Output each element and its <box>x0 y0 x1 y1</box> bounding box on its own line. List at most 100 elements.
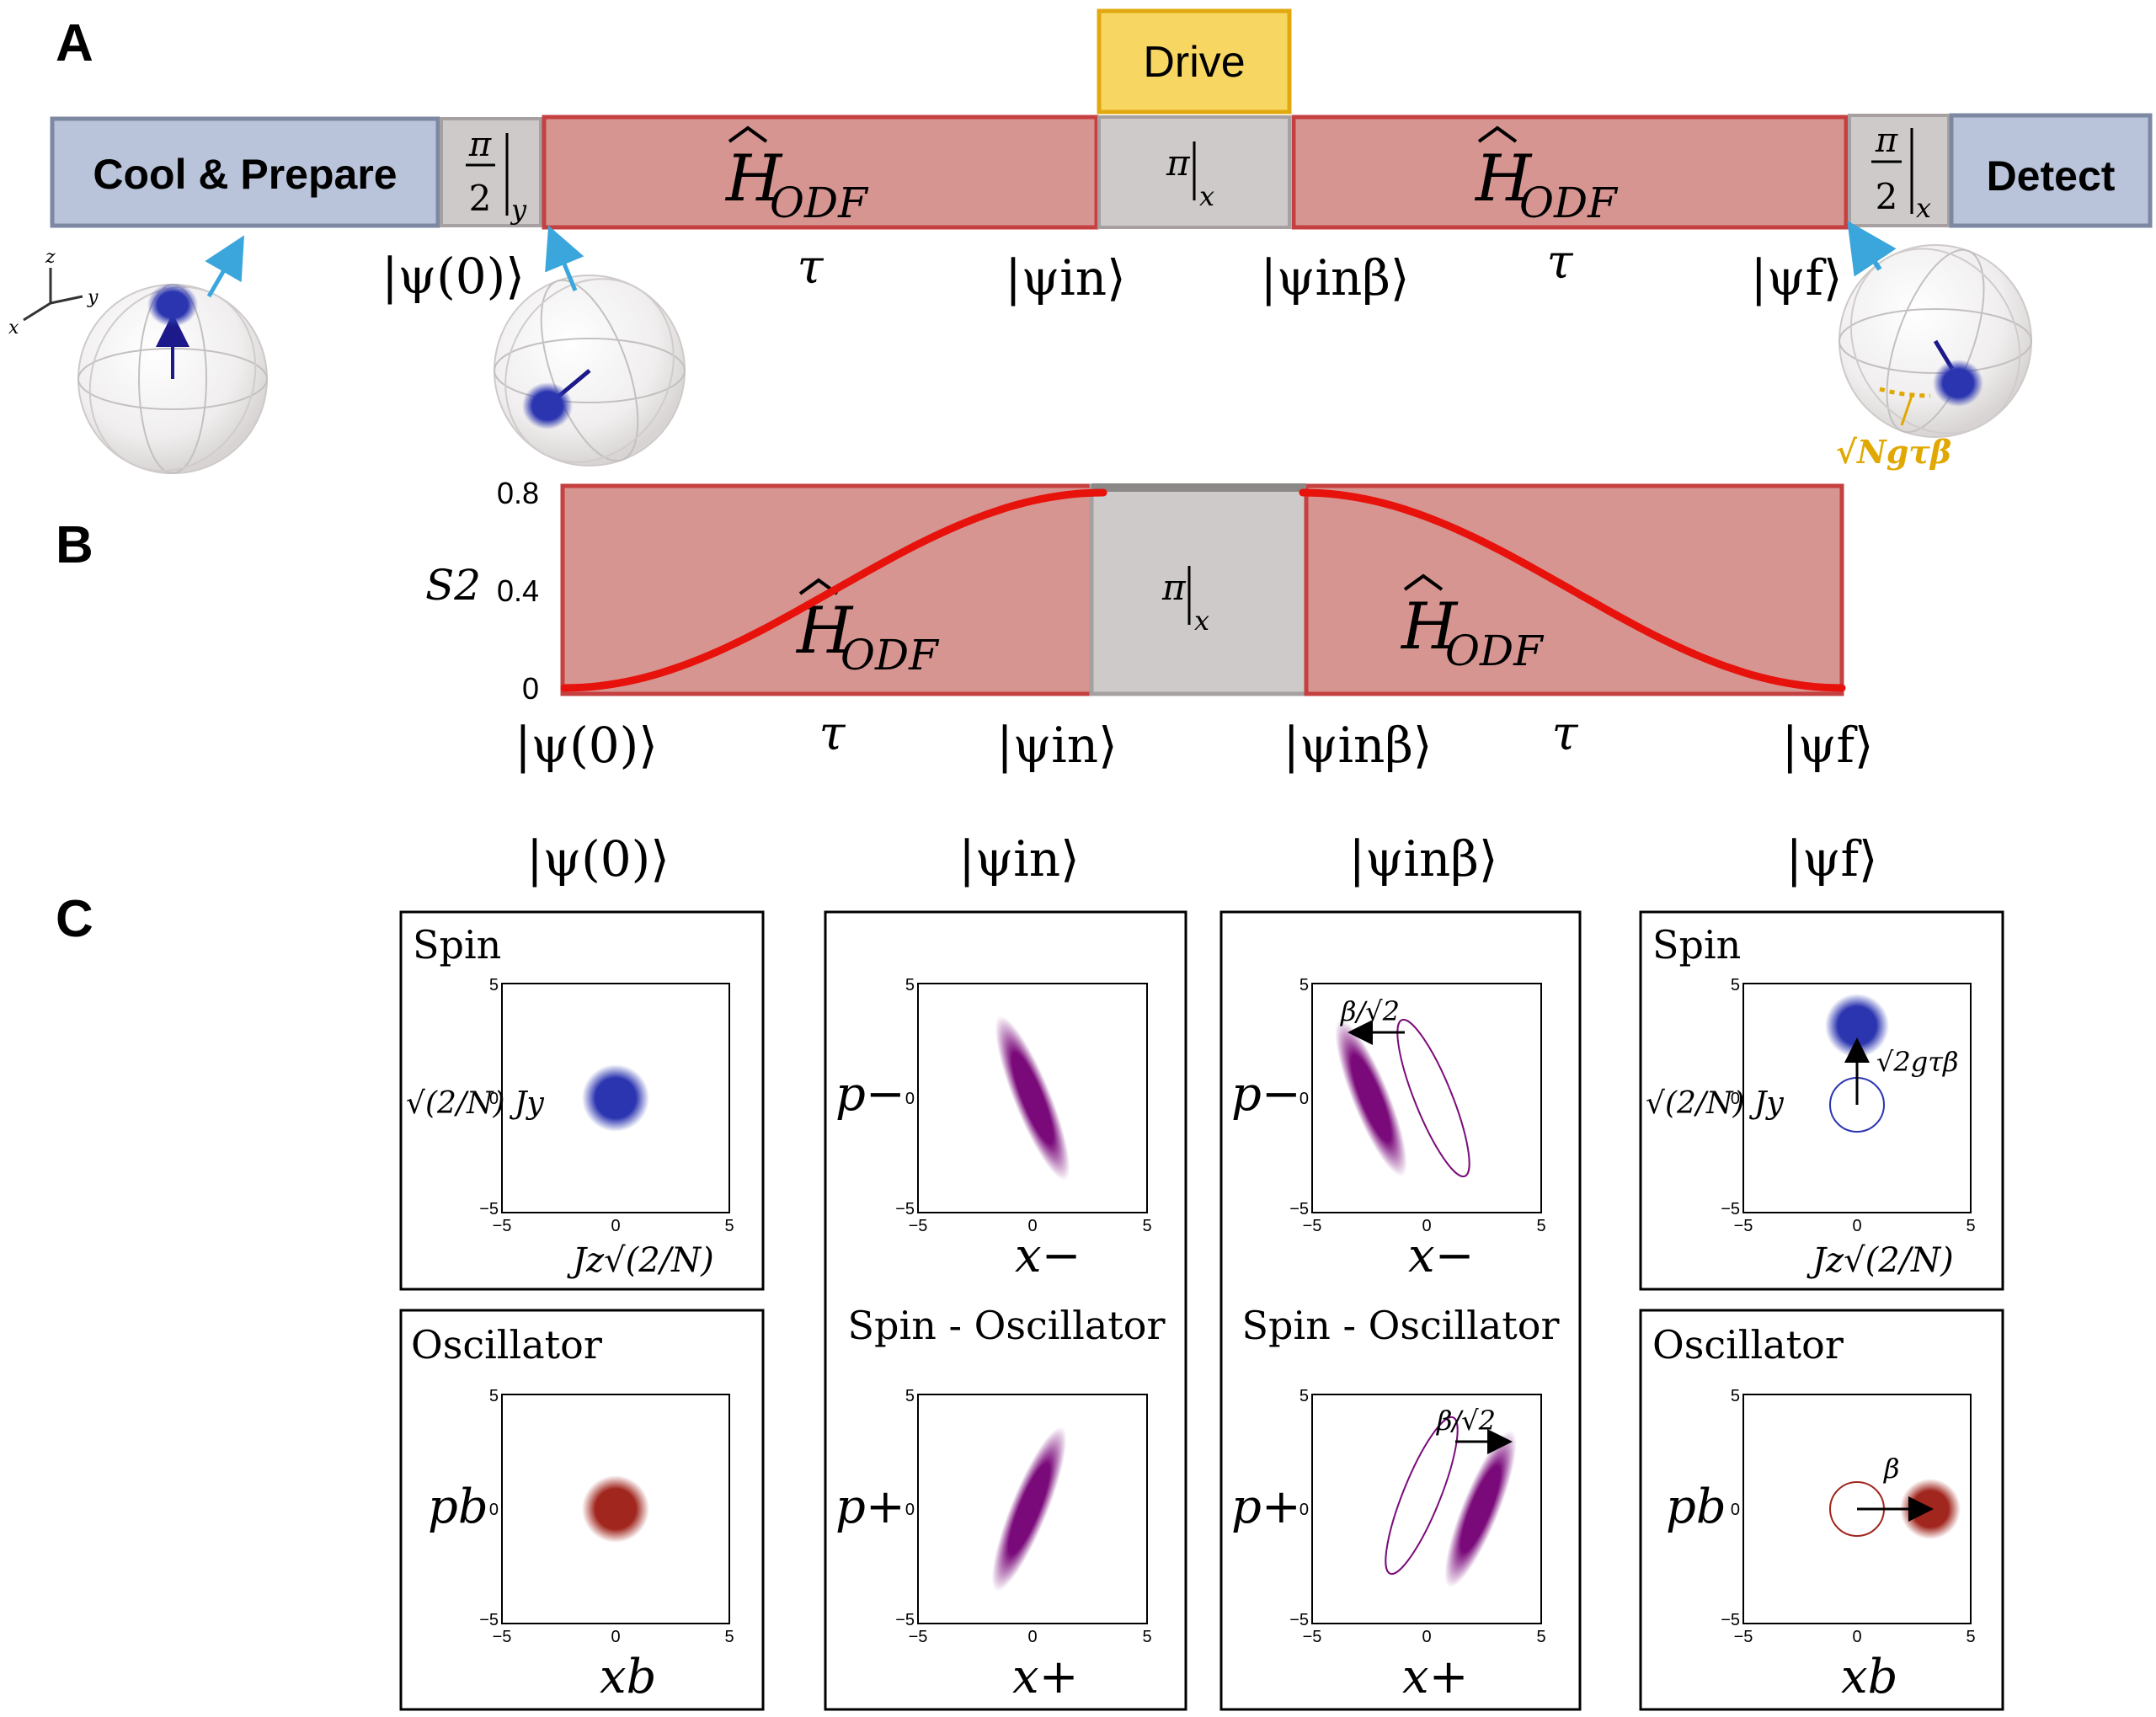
plot-xplus-psi-in-beta-tick-1: 0 <box>1299 1501 1309 1519</box>
annot-beta-sqrt2-1: β/√2 <box>1340 995 1400 1027</box>
arrow-sphere-1 <box>205 235 245 298</box>
hodf-2-H: H <box>1474 141 1533 216</box>
panel-label-b: B <box>56 516 93 574</box>
plot-xminus-psi-in-beta-tick-1: 0 <box>1299 1090 1309 1108</box>
plot-osc-psi0-tick-5: 5 <box>724 1628 734 1646</box>
panel-label-a: A <box>56 14 93 72</box>
annot-beta: β <box>1883 1453 1900 1485</box>
ylabel-pplus-2: p+ <box>1231 1480 1301 1534</box>
plot-spin-psi0-tick-5: 5 <box>724 1217 734 1235</box>
squeezed-xplus-psi-in <box>991 1426 1067 1592</box>
chart-pi-x-sub: x <box>1194 605 1209 637</box>
frame-psi-in-beta <box>1219 910 1582 1711</box>
pulse-pi2-y-box <box>440 117 542 227</box>
pulse-pi2-x-box <box>1848 114 1951 227</box>
chart-hodf-1-sub: ODF <box>841 631 940 680</box>
plot-xminus-psi-in-tick-2: −5 <box>895 1200 915 1218</box>
axes-triad: z y x <box>8 247 99 339</box>
plot-osc-psi0-tick-2: −5 <box>479 1611 499 1629</box>
plot-osc-psi-f-tick-3: −5 <box>1734 1628 1753 1646</box>
plot-osc-psi0-tick-0: 5 <box>489 1387 499 1405</box>
ylabel-jy-1: √(2/N) Jy <box>406 1086 544 1121</box>
plot-xminus-psi-in-beta-tick-4: 0 <box>1422 1217 1431 1235</box>
chart-ytick-0: 0 <box>522 671 539 706</box>
plot-xplus-psi-in-tick-4: 0 <box>1027 1628 1037 1646</box>
plot-xplus-psi-in-beta-tick-0: 5 <box>1299 1387 1309 1405</box>
title-spin-psi0: Spin <box>413 922 501 968</box>
plot-xplus-psi-in-tick-3: −5 <box>909 1628 928 1646</box>
pulse-pi2-x-num: π <box>1875 121 1898 160</box>
hodf-box-2 <box>1291 115 1849 230</box>
plot-spin-psi-f-tick-2: −5 <box>1721 1200 1740 1218</box>
chart-pi-x-pi: π <box>1161 567 1187 608</box>
plot-spin-psi0-tick-2: −5 <box>479 1200 499 1218</box>
drive-box <box>1097 8 1292 115</box>
ylabel-pminus-1: p− <box>835 1067 905 1122</box>
detect-label: Detect <box>1987 152 2116 200</box>
xlabel-xplus-1: x+ <box>1012 1650 1079 1704</box>
plot-xplus-psi-in-beta-tick-5: 5 <box>1536 1628 1545 1646</box>
plot-osc-psi-f-tick-0: 5 <box>1731 1387 1740 1405</box>
plot-xminus-psi-in-beta-tick-0: 5 <box>1299 976 1309 994</box>
bloch-displacement-label: √Ngτβ <box>1836 433 1951 471</box>
c-title-psi-in: |ψin⟩ <box>958 830 1080 888</box>
bloch-sphere-1 <box>77 283 268 474</box>
plot-spin-psi-f-tick-3: −5 <box>1734 1217 1753 1235</box>
plot-spin-psi0-tick-1: 0 <box>489 1090 499 1108</box>
plot-xplus-psi-in-beta-tick-4: 0 <box>1422 1628 1431 1646</box>
c-title-psi-in-beta: |ψinβ⟩ <box>1348 830 1497 888</box>
frame-psi-in <box>824 910 1187 1711</box>
chart-ylabel: S2 <box>425 561 481 610</box>
ylabel-jy-2: √(2/N) Jy <box>1646 1086 1784 1121</box>
plot-osc-psi0-tick-3: −5 <box>493 1628 512 1646</box>
hodf-2-hat <box>1477 125 1518 143</box>
title-osc-psi-f: Oscillator <box>1652 1322 1844 1368</box>
squeezed-xminus-psi-in <box>995 1016 1070 1181</box>
a-ket-psi-f: |ψf⟩ <box>1750 249 1842 307</box>
detect-box <box>1949 113 2153 228</box>
plot-xminus-psi-in-beta <box>1311 983 1542 1213</box>
pi-x-pi: π <box>1166 142 1191 184</box>
arrow-sphere-2 <box>545 225 584 291</box>
plot-xplus-psi-in-beta-tick-2: −5 <box>1289 1611 1309 1629</box>
plot-xplus-psi-in-tick-2: −5 <box>895 1611 915 1629</box>
annot-beta-sqrt2-2: β/√2 <box>1436 1405 1496 1437</box>
plot-xminus-psi-in-tick-1: 0 <box>905 1090 915 1108</box>
plot-osc-psi0-tick-4: 0 <box>611 1628 620 1646</box>
plot-xminus-psi-in-beta-tick-5: 5 <box>1536 1217 1545 1235</box>
plot-spin-psi0-tick-0: 5 <box>489 976 499 994</box>
chart-ytick-1: 0.4 <box>497 573 539 608</box>
xlabel-xb-2: xb <box>1841 1650 1897 1704</box>
plot-spin-psi-f-tick-0: 5 <box>1731 976 1740 994</box>
plot-xminus-psi-in-tick-4: 0 <box>1027 1217 1037 1235</box>
plot-xminus-psi-in-beta-tick-2: −5 <box>1289 1200 1309 1218</box>
chart-series-0 <box>560 488 1107 692</box>
hodf-2-sub: ODF <box>1519 179 1619 227</box>
plot-xplus-psi-in-beta <box>1311 1394 1542 1624</box>
a-ket-psi-in: |ψin⟩ <box>1005 249 1126 307</box>
ylabel-pb-2: pb <box>1666 1480 1726 1534</box>
b-ket-psi-f: |ψf⟩ <box>1781 717 1873 774</box>
hodf-box-1 <box>542 115 1099 230</box>
plot-xminus-psi-in-tick-5: 5 <box>1142 1217 1151 1235</box>
b-tau-1: τ <box>819 707 846 761</box>
plot-spin-psi0-tick-3: −5 <box>493 1217 512 1235</box>
frame-osc-psi-f <box>1639 1309 2004 1711</box>
b-ket-psi-in-beta: |ψinβ⟩ <box>1283 717 1432 774</box>
frame-spin-psi0 <box>399 910 765 1291</box>
chart-pi-x-box <box>1089 483 1309 696</box>
arrow-sphere-3 <box>1847 221 1897 277</box>
a-ket-psi-in-beta: |ψinβ⟩ <box>1260 249 1409 307</box>
pulse-pi2-y-num: π <box>468 125 492 164</box>
plot-xplus-psi-in-tick-0: 5 <box>905 1387 915 1405</box>
ylabel-pb-1: pb <box>428 1480 488 1534</box>
b-tau-2: τ <box>1552 707 1579 761</box>
ylabel-pplus-1: p+ <box>835 1480 905 1534</box>
plot-spin-psi-f-tick-4: 0 <box>1852 1217 1861 1235</box>
a-tau-1: τ <box>798 240 825 295</box>
chart-hodf-2-hat <box>1403 573 1444 591</box>
plot-xminus-psi-in-beta-tick-3: −5 <box>1303 1217 1322 1235</box>
plot-xminus-psi-in-tick-0: 5 <box>905 976 915 994</box>
panel-label-c: C <box>56 890 93 948</box>
